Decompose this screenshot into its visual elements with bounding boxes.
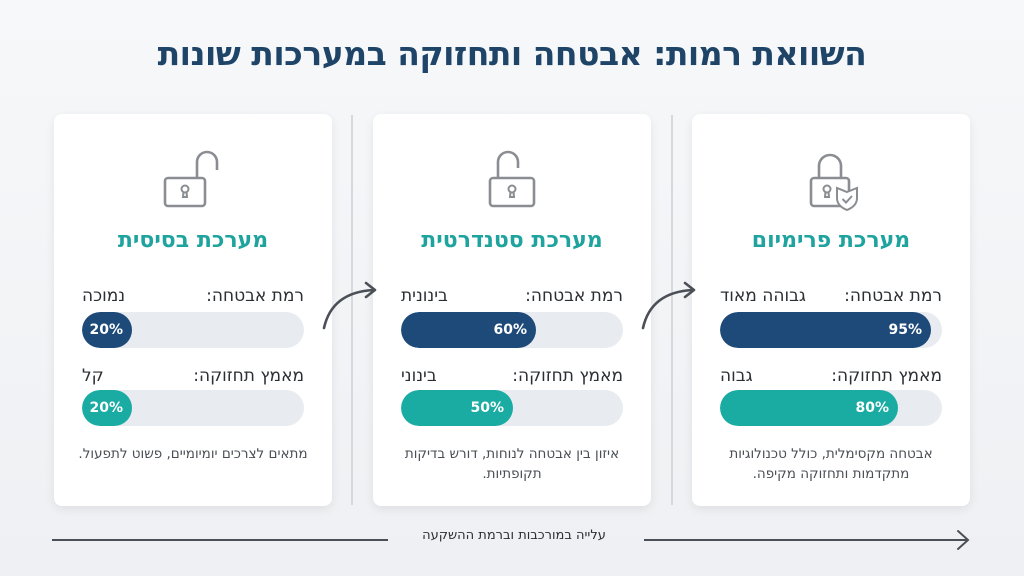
- unlocked-padlock-icon: [472, 142, 552, 226]
- security-level-value: בינונית: [401, 286, 448, 306]
- column-divider: [351, 115, 353, 505]
- security-level-value: גבוהה מאוד: [720, 286, 806, 306]
- maintenance-level-value: גבוה: [720, 366, 753, 386]
- security-progress-bar: 20%: [82, 312, 304, 348]
- security-progress-bar: 60%: [401, 312, 623, 348]
- card-standard-system: מערכת סטנדרטית רמת אבטחה: בינונית 60% מא…: [373, 114, 651, 506]
- security-progress-bar: 95%: [720, 312, 942, 348]
- maintenance-label-row: מאמץ תחזוקה: גבוה: [720, 364, 942, 388]
- card-basic-system: מערכת בסיסית רמת אבטחה: נמוכה 20% מאמץ ת…: [54, 114, 332, 506]
- progression-axis-arrow-icon: [52, 530, 970, 550]
- security-label: רמת אבטחה:: [206, 286, 304, 306]
- security-progress-fill: 60%: [401, 312, 536, 348]
- security-label-row: רמת אבטחה: גבוהה מאוד: [720, 284, 942, 308]
- security-level-value: נמוכה: [82, 286, 126, 306]
- card-title: מערכת פרימיום: [751, 228, 911, 253]
- lock-with-shield-icon: [791, 142, 871, 226]
- card-premium-system: מערכת פרימיום רמת אבטחה: גבוהה מאוד 95% …: [692, 114, 970, 506]
- column-divider: [671, 115, 673, 505]
- maintenance-progress-bar: 50%: [401, 390, 623, 426]
- maintenance-progress-bar: 20%: [82, 390, 304, 426]
- card-description: איזון בין אבטחה לנוחות, דורש בדיקות תקופ…: [404, 446, 620, 482]
- security-label: רמת אבטחה:: [525, 286, 623, 306]
- curved-arrow-icon: [641, 281, 696, 330]
- maintenance-label-row: מאמץ תחזוקה: קל: [82, 364, 304, 388]
- maintenance-progress-fill: 50%: [401, 390, 513, 426]
- security-label-row: רמת אבטחה: בינונית: [401, 284, 623, 308]
- maintenance-progress-bar: 80%: [720, 390, 942, 426]
- security-label-row: רמת אבטחה: נמוכה: [82, 284, 304, 308]
- security-label: רמת אבטחה:: [844, 286, 942, 306]
- maintenance-progress-fill: 20%: [82, 390, 132, 426]
- card-description: אבטחה מקסימלית, כולל טכנולוגיות מתקדמות …: [729, 446, 933, 482]
- curved-arrow-icon: [322, 281, 377, 330]
- maintenance-level-value: קל: [82, 366, 104, 386]
- card-title: מערכת סטנדרטית: [421, 228, 603, 253]
- unlocked-padlock-icon: [153, 142, 233, 226]
- security-progress-fill: 95%: [720, 312, 931, 348]
- card-description: מתאים לצרכים יומיומיים, פשוט לתפעול.: [78, 446, 308, 462]
- axis-label: עלייה במורכבות וברמת ההשקעה: [422, 528, 606, 543]
- card-title: מערכת בסיסית: [117, 228, 269, 253]
- page-title: השוואת רמות: אבטחה ותחזוקה במערכות שונות: [157, 34, 867, 73]
- maintenance-progress-fill: 80%: [720, 390, 898, 426]
- security-progress-fill: 20%: [82, 312, 132, 348]
- maintenance-label: מאמץ תחזוקה:: [193, 366, 304, 386]
- maintenance-label: מאמץ תחזוקה:: [831, 366, 942, 386]
- maintenance-label-row: מאמץ תחזוקה: בינוני: [401, 364, 623, 388]
- maintenance-level-value: בינוני: [401, 366, 437, 386]
- maintenance-label: מאמץ תחזוקה:: [512, 366, 623, 386]
